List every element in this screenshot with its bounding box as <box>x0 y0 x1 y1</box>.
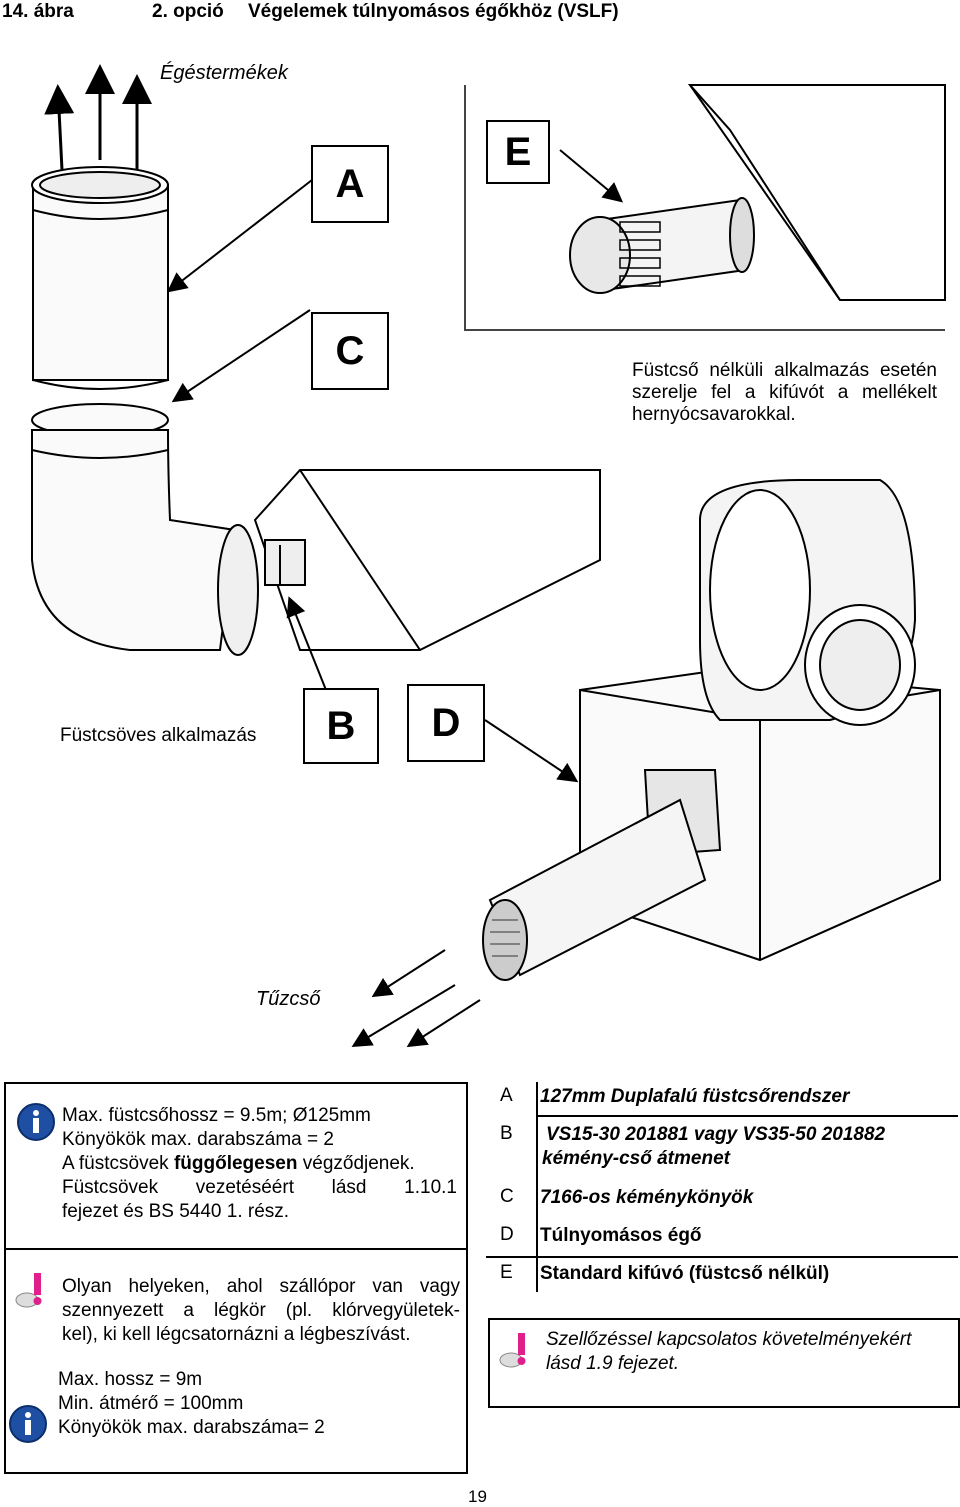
legend-row-d: D Túlnyomásos égő <box>486 1224 960 1262</box>
warning-specs: Max. hossz = 9m Min. átmérő = 100mm Köny… <box>58 1368 325 1440</box>
burner-d-drawing <box>482 479 941 981</box>
legend-value: 127mm Duplafalú füstcsőrendszer <box>540 1086 850 1107</box>
min-diameter: Min. átmérő = 100mm <box>58 1393 244 1414</box>
info-line-3: A füstcsövek függőlegesen végződjenek. <box>62 1153 415 1174</box>
legend-row-e: E Standard kifúvó (füstcső nélkül) <box>490 1262 960 1300</box>
info-icon <box>9 1405 47 1443</box>
warning-line-1: Olyan helyeken, ahol szállópor van vagy <box>62 1276 460 1297</box>
boiler-outline <box>253 469 601 651</box>
figure-title: Végelemek túlnyomásos égőkhöz (VSLF) <box>248 1 619 22</box>
legend-key: E <box>500 1262 513 1283</box>
fire-tube-label: Tűzcső <box>256 988 321 1010</box>
warning-line-2: szennyezett a légkör (pl. klórvegyületek… <box>62 1300 460 1321</box>
label-box-e: E <box>486 120 550 184</box>
legend-row-a: A 127mm Duplafalú füstcsőrendszer <box>490 1085 960 1123</box>
label-box-b: B <box>303 688 379 764</box>
elbow-c-drawing <box>31 403 259 656</box>
info-icon <box>17 1103 55 1141</box>
figure-label: 14. ábra <box>2 1 74 22</box>
warning-box: Olyan helyeken, ahol szállópor van vagy … <box>4 1248 468 1474</box>
info-line-4: Füstcsövek vezetéséért lásd 1.10.1 <box>62 1177 457 1198</box>
ventilation-line-2: lásd 1.9 fejezet. <box>546 1353 680 1374</box>
max-length: Max. hossz = 9m <box>58 1369 203 1390</box>
legend-rule <box>538 1115 958 1117</box>
warning-text: Olyan helyeken, ahol szállópor van vagy … <box>62 1275 460 1347</box>
exhaust-arrows <box>44 64 152 171</box>
legend-row-c: C 7166-os kéménykönyök <box>490 1186 960 1224</box>
legend-value: 7166-os kéménykönyök <box>540 1187 754 1208</box>
legend-table <box>490 1082 960 1292</box>
warning-icon <box>15 1273 42 1308</box>
page-number: 19 <box>468 1487 487 1506</box>
info-text: Max. füstcsőhossz = 9.5m; Ø125mm Könyökö… <box>62 1104 457 1224</box>
page-header: 14. ábra 2. opció Végelemek túlnyomásos … <box>0 0 960 26</box>
no-flue-note: Füstcső nélküli alkalmazás esetén szerel… <box>632 360 937 425</box>
label-box-d: D <box>407 684 485 762</box>
pipe-a-drawing <box>31 166 169 390</box>
warning-icon <box>499 1333 526 1368</box>
legend-value: Standard kifúvó (füstcső nélkül) <box>540 1263 830 1284</box>
burner-flue-diagram <box>31 64 946 1048</box>
legend-rule <box>486 1256 958 1258</box>
fire-tube-arrows <box>351 949 481 1048</box>
legend-key: A <box>500 1085 513 1106</box>
option-label: 2. opció <box>152 1 224 22</box>
exhaust-label: Égéstermékek <box>160 62 288 84</box>
info-line-1: Max. füstcsőhossz = 9.5m; Ø125mm <box>62 1105 371 1126</box>
legend-row-b: B VS15-30 201881 vagy VS35-50 201882 kém… <box>490 1123 960 1173</box>
legend-key: D <box>500 1224 514 1245</box>
flue-application-label: Füstcsöves alkalmazás <box>60 725 257 746</box>
pointer-arrows <box>166 149 624 783</box>
info-line-5: fejezet és BS 5440 1. rész. <box>62 1201 290 1222</box>
legend-key: C <box>500 1186 514 1207</box>
kifuvo-panel <box>464 84 946 331</box>
ventilation-note-text: Szellőzéssel kapcsolatos követelményekér… <box>546 1328 911 1376</box>
ventilation-note-box: Szellőzéssel kapcsolatos követelményekér… <box>488 1318 960 1408</box>
legend-value: VS15-30 201881 vagy VS35-50 201882 <box>546 1124 886 1145</box>
legend-key: B <box>500 1123 513 1144</box>
ventilation-line-1: Szellőzéssel kapcsolatos követelményekér… <box>546 1329 912 1350</box>
label-box-c: C <box>311 312 389 390</box>
warning-line-3: kel), ki kell légcsatornázni a légbeszív… <box>62 1324 411 1345</box>
legend-value-2: kémény-cső átmenet <box>542 1148 730 1169</box>
info-line-2: Könyökök max. darabszáma = 2 <box>62 1129 334 1150</box>
label-box-a: A <box>311 145 389 223</box>
legend-value: Túlnyomásos égő <box>540 1225 702 1246</box>
elbows-max: Könyökök max. darabszáma= 2 <box>58 1417 325 1438</box>
info-box: Max. füstcsőhossz = 9.5m; Ø125mm Könyökö… <box>4 1082 468 1250</box>
legend-divider <box>536 1082 538 1292</box>
